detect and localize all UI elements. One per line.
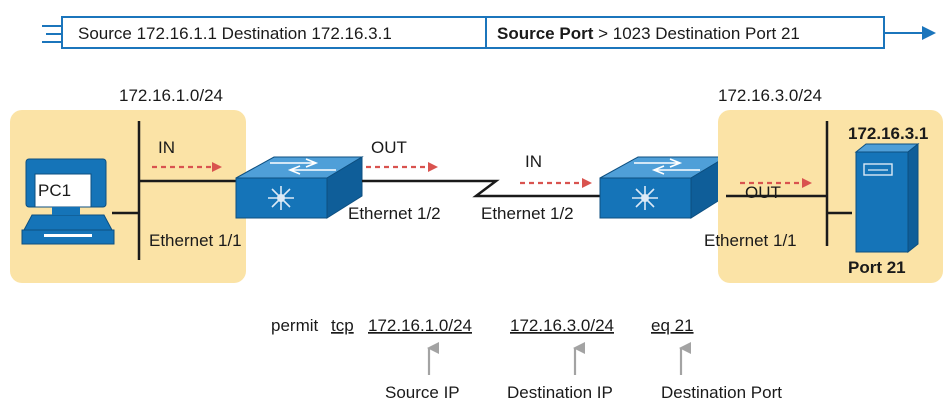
- packet-ip-text: Source 172.16.1.1 Destination 172.16.3.1: [78, 24, 392, 43]
- server-icon: [854, 142, 920, 254]
- pc-icon: PC1: [21, 158, 115, 245]
- acl-destination: 172.16.3.0/24: [510, 316, 614, 335]
- acl-source: 172.16.1.0/24: [368, 316, 472, 335]
- packet-header: Source 172.16.1.1 Destination 172.16.3.1…: [42, 16, 936, 49]
- left-in-label: IN: [158, 138, 175, 157]
- acl-port: eq 21: [651, 316, 694, 335]
- dst-port-caption: Destination Port: [661, 383, 782, 402]
- pc-label: PC1: [38, 181, 71, 200]
- server-port-label: Port 21: [848, 258, 906, 277]
- left-out-label: OUT: [371, 138, 407, 157]
- packet-tcp-segment: [485, 16, 885, 49]
- acl-statement: permit tcp 172.16.1.0/24 172.16.3.0/24 e…: [271, 316, 694, 335]
- left-site: 172.16.1.0/24 IN Ethernet 1/1 PC1: [10, 86, 246, 283]
- serial-link: [362, 179, 602, 198]
- src-ip-caption: Source IP: [385, 383, 460, 402]
- packet-ip-segment: [61, 16, 487, 49]
- right-in-label: IN: [525, 152, 542, 171]
- right-subnet-label: 172.16.3.0/24: [718, 86, 822, 105]
- left-eth-label: Ethernet 1/1: [149, 231, 242, 250]
- acl-permit: permit: [271, 316, 319, 335]
- right-eth-label: Ethernet 1/1: [704, 231, 797, 250]
- left-subnet-label: 172.16.1.0/24: [119, 86, 223, 105]
- acl-callouts: Source IP Destination IP Destination Por…: [385, 342, 782, 402]
- acl-protocol: tcp: [331, 316, 354, 335]
- right-out-label: OUT: [745, 183, 781, 202]
- left-eth2-label: Ethernet 1/2: [348, 204, 441, 223]
- server-ip-label: 172.16.3.1: [848, 124, 928, 143]
- dst-ip-caption: Destination IP: [507, 383, 613, 402]
- packet-tcp-text: Source Port > 1023 Destination Port 21: [497, 24, 800, 43]
- right-site: 172.16.3.0/24 OUT Ethernet 1/1 172.16.3.…: [704, 86, 943, 283]
- wan-link: OUT Ethernet 1/2 IN Ethernet 1/2: [348, 138, 602, 223]
- right-switch-icon: [599, 156, 728, 219]
- left-switch-icon: [235, 156, 364, 219]
- right-eth2-label: Ethernet 1/2: [481, 204, 574, 223]
